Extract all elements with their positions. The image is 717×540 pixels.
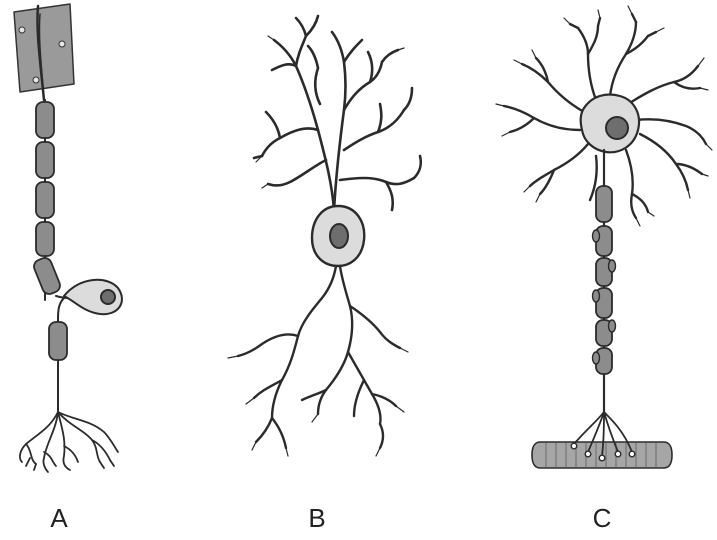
nucleus-b bbox=[330, 224, 348, 248]
dendrites-b-upper bbox=[254, 16, 421, 210]
nucleus-a bbox=[101, 290, 115, 304]
receptor-tissue-patch bbox=[14, 4, 74, 92]
myelin-sheath-a-lower bbox=[49, 322, 67, 360]
myelin-sheath-c bbox=[596, 186, 612, 374]
sensory-neuron-a bbox=[14, 4, 122, 472]
figure-label-c: C bbox=[582, 503, 622, 534]
motor-neuron-c bbox=[496, 6, 712, 468]
figure-label-b: B bbox=[297, 503, 337, 534]
nucleus-c bbox=[606, 117, 628, 139]
axon-terminals-a bbox=[20, 412, 118, 472]
dendrites-b-lower bbox=[238, 266, 400, 448]
figure-label-a: A bbox=[39, 503, 79, 534]
neuron-b bbox=[228, 16, 421, 456]
myelin-sheath-a-upper bbox=[32, 102, 62, 296]
